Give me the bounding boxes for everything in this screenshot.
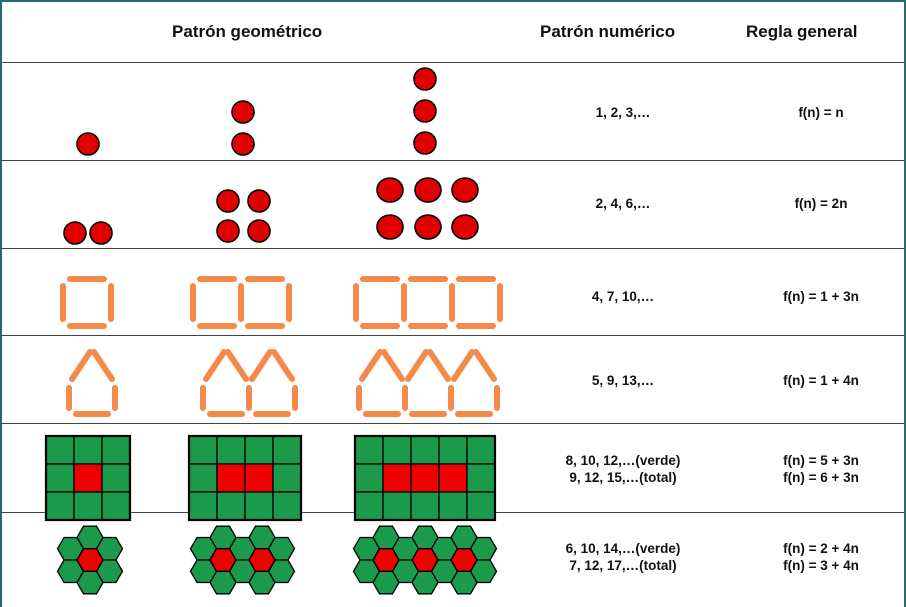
row1-rule: f(n) = n bbox=[798, 105, 844, 120]
red-dot bbox=[376, 177, 404, 203]
green-tile bbox=[45, 435, 75, 465]
red-dot bbox=[76, 132, 100, 156]
red-tile bbox=[382, 463, 412, 493]
header-general-rule: Regla general bbox=[746, 22, 858, 41]
red-dot bbox=[413, 67, 437, 91]
row-divider bbox=[2, 160, 904, 161]
header-geometric-pattern: Patrón geométrico bbox=[172, 22, 323, 41]
green-tile bbox=[216, 491, 246, 521]
matchstick bbox=[473, 349, 497, 382]
matchstick bbox=[225, 349, 249, 382]
matchstick bbox=[249, 349, 273, 382]
red-dot bbox=[413, 99, 437, 123]
row3-numeric: 4, 7, 10,… bbox=[591, 289, 655, 304]
row1-numeric: 1, 2, 3,… bbox=[595, 105, 651, 120]
green-tile bbox=[101, 435, 131, 465]
green-tile bbox=[382, 491, 412, 521]
red-dot bbox=[247, 219, 271, 243]
row4-numeric: 5, 9, 13,… bbox=[591, 373, 655, 388]
red-tile bbox=[410, 463, 440, 493]
matchstick bbox=[271, 349, 295, 382]
row5-numeric: 8, 10, 12,…(verde)9, 12, 15,…(total) bbox=[565, 453, 681, 485]
row3-rule: f(n) = 1 + 3n bbox=[783, 289, 859, 304]
red-hexagon bbox=[450, 548, 478, 572]
tile-outline bbox=[353, 434, 497, 522]
tile-outline bbox=[44, 434, 132, 522]
green-tile bbox=[466, 491, 496, 521]
matchstick bbox=[451, 349, 475, 382]
matchstick bbox=[91, 349, 115, 382]
green-tile bbox=[438, 491, 468, 521]
red-dot bbox=[451, 214, 479, 240]
green-tile bbox=[188, 463, 218, 493]
row-divider bbox=[2, 423, 904, 424]
green-tile bbox=[216, 435, 246, 465]
row6-numeric: 6, 10, 14,…(verde)7, 12, 17,…(total) bbox=[565, 541, 681, 573]
tile-outline bbox=[187, 434, 303, 522]
green-tile bbox=[73, 435, 103, 465]
red-tile bbox=[216, 463, 246, 493]
red-dot bbox=[414, 177, 442, 203]
red-dot bbox=[216, 219, 240, 243]
red-hexagon bbox=[76, 548, 104, 572]
green-tile bbox=[466, 435, 496, 465]
matchstick bbox=[381, 349, 405, 382]
green-tile bbox=[438, 435, 468, 465]
red-dot bbox=[451, 177, 479, 203]
red-dot bbox=[63, 221, 87, 245]
row-divider bbox=[2, 335, 904, 336]
red-tile bbox=[73, 463, 103, 493]
green-tile bbox=[188, 435, 218, 465]
green-tile bbox=[101, 491, 131, 521]
red-dot bbox=[414, 214, 442, 240]
green-tile bbox=[410, 491, 440, 521]
red-dot bbox=[376, 214, 404, 240]
green-tile bbox=[466, 463, 496, 493]
green-tile bbox=[382, 435, 412, 465]
green-tile bbox=[354, 435, 384, 465]
row4-rule: f(n) = 1 + 4n bbox=[783, 373, 859, 388]
matchstick bbox=[359, 349, 383, 382]
matchstick bbox=[427, 349, 451, 382]
matchstick bbox=[69, 349, 93, 382]
green-tile bbox=[244, 435, 274, 465]
green-tile bbox=[410, 435, 440, 465]
red-dot bbox=[413, 131, 437, 155]
green-tile bbox=[244, 491, 274, 521]
green-tile bbox=[101, 463, 131, 493]
red-dot bbox=[231, 100, 255, 124]
green-tile bbox=[354, 463, 384, 493]
green-tile bbox=[73, 491, 103, 521]
row2-rule: f(n) = 2n bbox=[794, 196, 848, 211]
matchstick bbox=[405, 349, 429, 382]
green-tile bbox=[272, 491, 302, 521]
green-tile bbox=[188, 491, 218, 521]
red-hexagon bbox=[411, 548, 439, 572]
matchstick bbox=[203, 349, 227, 382]
header-numeric-pattern: Patrón numérico bbox=[540, 22, 676, 41]
green-tile bbox=[272, 435, 302, 465]
red-dot bbox=[216, 189, 240, 213]
green-tile bbox=[45, 463, 75, 493]
red-dot bbox=[247, 189, 271, 213]
green-tile bbox=[45, 491, 75, 521]
green-tile bbox=[354, 491, 384, 521]
red-hexagon bbox=[372, 548, 400, 572]
red-dot bbox=[89, 221, 113, 245]
green-tile bbox=[272, 463, 302, 493]
red-tile bbox=[438, 463, 468, 493]
red-hexagon bbox=[248, 548, 276, 572]
red-tile bbox=[244, 463, 274, 493]
row-divider bbox=[2, 62, 904, 63]
red-hexagon bbox=[209, 548, 237, 572]
row-divider bbox=[2, 248, 904, 249]
red-dot bbox=[231, 132, 255, 156]
row2-numeric: 2, 4, 6,… bbox=[595, 196, 651, 211]
